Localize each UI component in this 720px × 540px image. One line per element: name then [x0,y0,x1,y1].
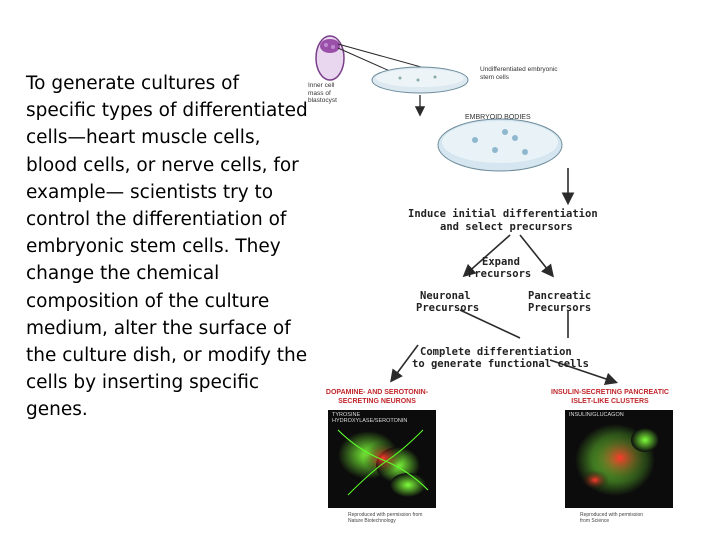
neurons-stain-label: TYROSINE HYDROXYLASE/SEROTONIN [332,412,408,424]
neuronal-label-1: Neuronal [420,290,471,302]
induce-label: Induce initial differentiation [408,208,598,220]
neuronal-label-2: Precursors [416,302,480,314]
culture-dish-undifferentiated [371,66,469,94]
neurons-micrograph: TYROSINE HYDROXYLASE/SEROTONIN [328,410,436,508]
pancreatic-label-2: Precursors [528,302,592,314]
undifferentiated-label: Undifferentiated embryonic stem cells [480,66,558,81]
complete-label-2: to generate functional cells [412,358,590,370]
select-label: and select precursors [440,221,573,233]
credit-right: Reproduced with permission from Science [580,512,644,524]
expand-label-2: Precursors [468,268,532,280]
diagram-graphics [315,35,619,385]
pancreatic-label-1: Pancreatic [528,290,592,302]
credit-left: Reproduced with permission from Nature B… [348,512,423,524]
stem-cell-diagram: Inner cell mass of blastocyst Undifferen… [300,20,720,540]
embryoid-bodies-label: EMBRYOID BODIES [465,114,531,121]
blastocyst-icon [315,35,345,81]
slide-body-text: To generate cultures of specific types o… [26,73,308,421]
culture-dish-embryoid [437,118,563,172]
islet-title: INSULIN-SECRETING PANCREATIC ISLET-LIKE … [551,389,669,405]
islet-micrograph: INSULIN/GLUCAGON [565,410,673,508]
neurons-title: DOPAMINE- AND SEROTONIN-SECRETING NEURON… [325,389,429,405]
expand-label-1: Expand [482,256,520,268]
complete-label-1: Complete differentiation [420,346,572,358]
inner-cell-mass-label: Inner cell mass of blastocyst [308,82,337,104]
islet-stain-label: INSULIN/GLUCAGON [569,412,624,418]
